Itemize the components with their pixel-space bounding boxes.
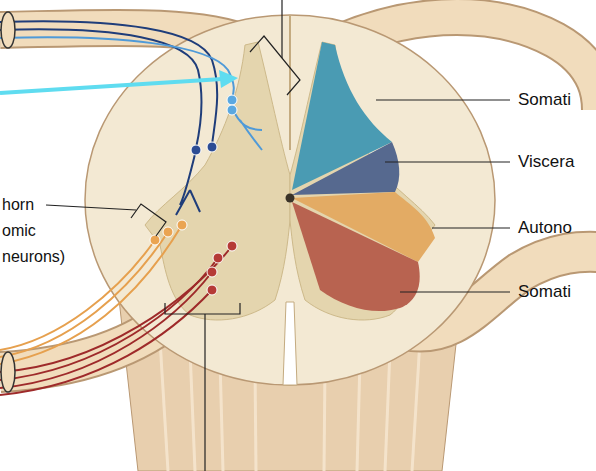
fissures [283,15,297,385]
white-matter [85,15,495,385]
region-label: Somati [518,90,571,110]
brackets [46,0,300,471]
region-label: horn omic neurons) [2,192,64,270]
region-label: Autono [518,218,572,238]
neurons [150,95,237,295]
region-label: Somati [518,282,571,302]
fibers [0,21,262,395]
functional-regions [292,42,435,311]
leader-lines [376,100,510,292]
highlight-arrow [0,70,238,93]
region-label: Viscera [518,152,574,172]
